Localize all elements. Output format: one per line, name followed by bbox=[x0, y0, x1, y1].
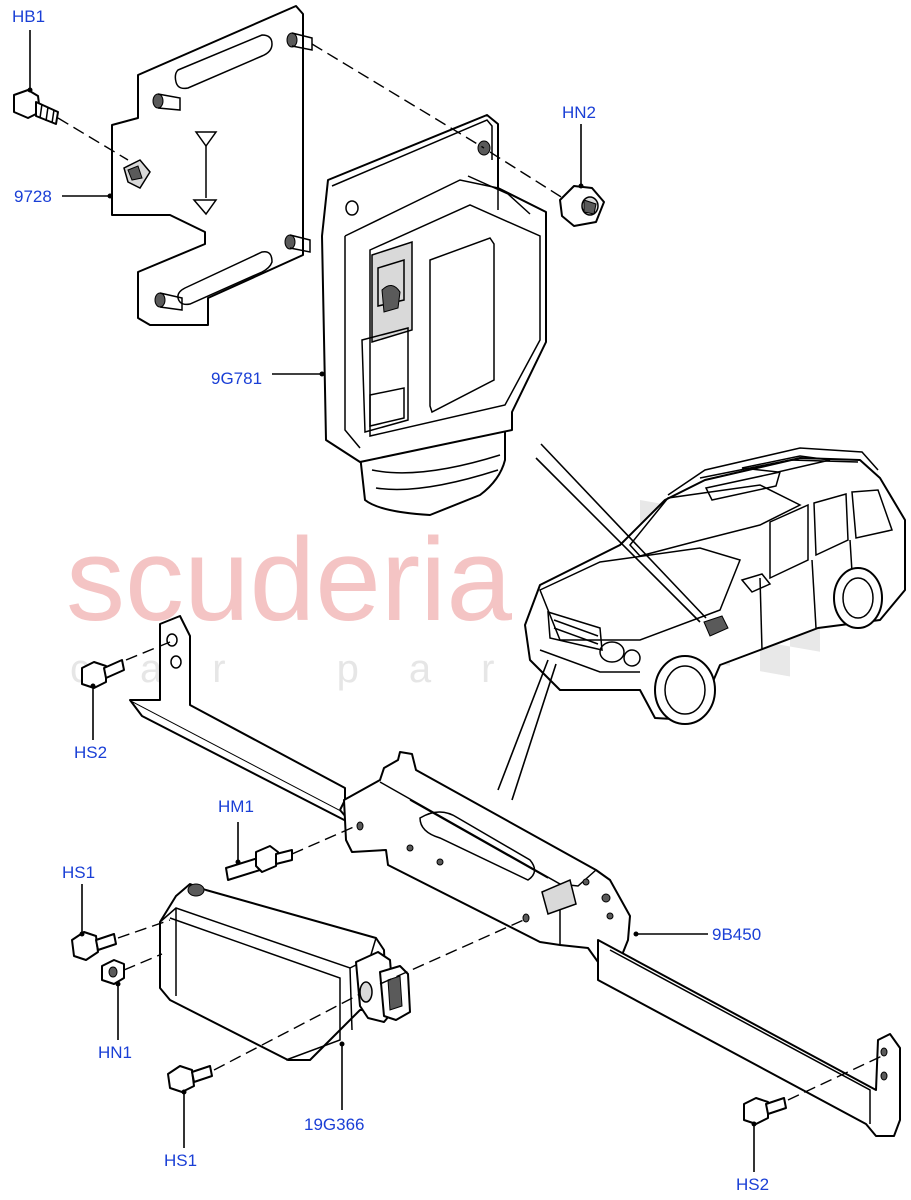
callout-19g366: 19G366 bbox=[304, 1115, 365, 1134]
callout-labels: HB1 9728 HN2 9G781 HS2 HM1 HS1 HN1 9B450… bbox=[12, 7, 769, 1194]
screw-hs2-top bbox=[81, 659, 125, 689]
sensor-19g366 bbox=[159, 883, 411, 1061]
vehicle-illustration bbox=[497, 443, 906, 801]
leader-lines bbox=[27, 30, 757, 1172]
watermark-brand: scuderia bbox=[66, 514, 512, 646]
callout-hn2: HN2 bbox=[562, 103, 596, 122]
callout-hb1: HB1 bbox=[12, 7, 45, 26]
callout-hm1: HM1 bbox=[218, 797, 254, 816]
nut-hn1 bbox=[101, 959, 125, 985]
screw-hs1-bottom bbox=[167, 1065, 213, 1093]
callout-9728: 9728 bbox=[14, 187, 52, 206]
assembly-lines bbox=[57, 43, 883, 1101]
callout-hs1-bottom: HS1 bbox=[164, 1151, 197, 1170]
screw-hs1-left bbox=[71, 931, 117, 961]
nut-hn2 bbox=[559, 185, 605, 227]
control-module-9g781 bbox=[321, 114, 547, 516]
screw-hs2-bottom bbox=[743, 1097, 787, 1125]
callout-hs2-top: HS2 bbox=[74, 743, 107, 762]
callout-hs1-left: HS1 bbox=[62, 863, 95, 882]
mounting-plate-9728 bbox=[111, 5, 313, 326]
stud-hm1 bbox=[225, 845, 293, 881]
callout-hn1: HN1 bbox=[98, 1043, 132, 1062]
callout-hs2-bottom: HS2 bbox=[736, 1175, 769, 1194]
bolt-hb1 bbox=[13, 89, 59, 125]
callout-9b450: 9B450 bbox=[712, 925, 761, 944]
callout-9g781: 9G781 bbox=[211, 369, 262, 388]
bracket-9b450 bbox=[129, 615, 901, 1137]
